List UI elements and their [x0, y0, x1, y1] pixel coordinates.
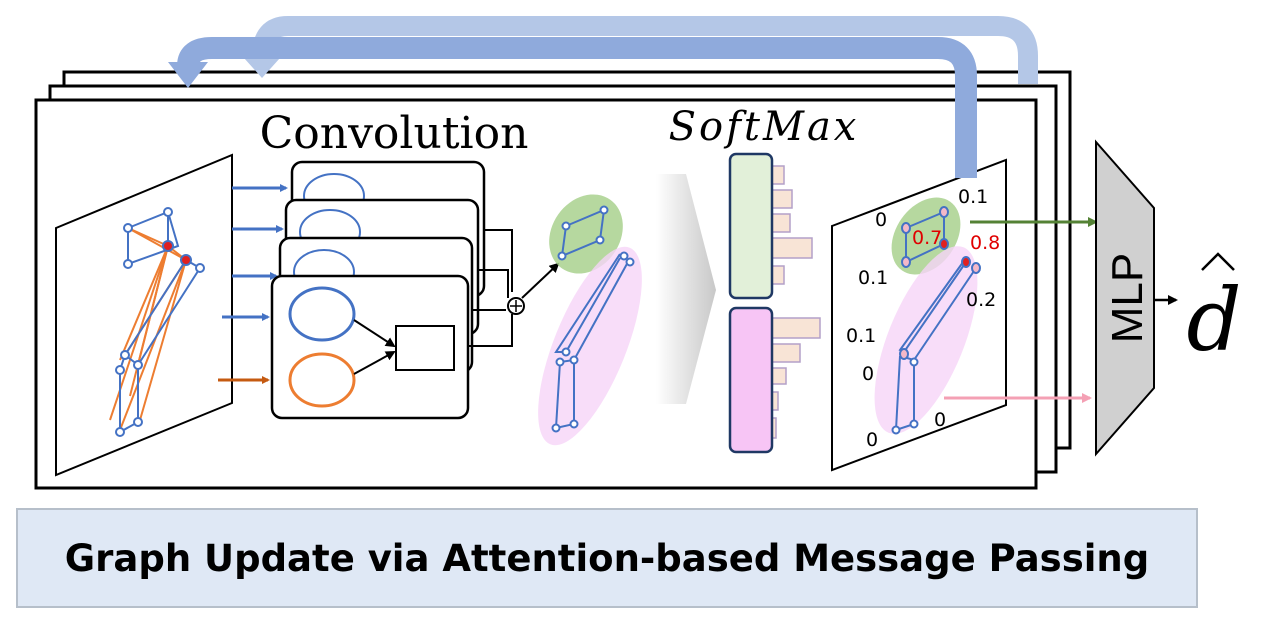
blue-feature-node — [288, 286, 356, 342]
highlighted-nodes — [162, 240, 192, 266]
weight-label: 0.1 — [958, 186, 988, 208]
mlp-block — [1095, 139, 1155, 457]
attention-weights: 0 0.1 0.7 0.8 0.1 0.2 0.1 0 0 0 — [846, 186, 1000, 451]
input-arrows — [218, 184, 288, 384]
merge-lines — [468, 229, 513, 347]
graph-nodes — [115, 207, 205, 437]
softmax-block — [728, 152, 821, 454]
green-attention-bar — [728, 152, 774, 300]
weight-label: 0.1 — [846, 325, 876, 347]
pink-attention-bar — [728, 306, 774, 454]
sum-to-subgraph-arrow — [521, 262, 560, 299]
feedback-arrows — [168, 15, 1038, 178]
sum-node — [507, 297, 525, 315]
cluster-subgraphs — [538, 194, 642, 446]
softmax-label: SoftMax — [669, 104, 860, 150]
aggregation-box — [395, 325, 455, 371]
transition-arrow — [656, 174, 716, 404]
output-hat — [1201, 252, 1235, 271]
weight-label: 0.2 — [966, 289, 996, 311]
caption-text: Graph Update via Attention-based Message… — [64, 536, 1150, 580]
weight-label: 0 — [934, 409, 946, 431]
weight-label: 0.7 — [912, 227, 942, 249]
weight-label: 0 — [875, 209, 887, 231]
weight-label: 0 — [866, 429, 878, 451]
conv-block-stack — [270, 160, 486, 420]
orange-feature-node — [288, 352, 356, 408]
weighted-graph-panel — [831, 158, 1007, 472]
caption-banner: Graph Update via Attention-based Message… — [16, 508, 1198, 608]
feedback-arrow-inner — [177, 37, 977, 178]
mlp-label: MLP — [1103, 253, 1152, 343]
output-d-label: d — [1186, 271, 1241, 371]
weight-label: 0 — [862, 363, 874, 385]
pink-cluster — [538, 246, 642, 446]
convolution-label: Convolution — [260, 108, 529, 159]
input-graph-panel — [55, 153, 233, 477]
green-histogram — [771, 165, 813, 285]
weight-label: 0.8 — [970, 232, 1000, 254]
weight-label: 0.1 — [858, 267, 888, 289]
